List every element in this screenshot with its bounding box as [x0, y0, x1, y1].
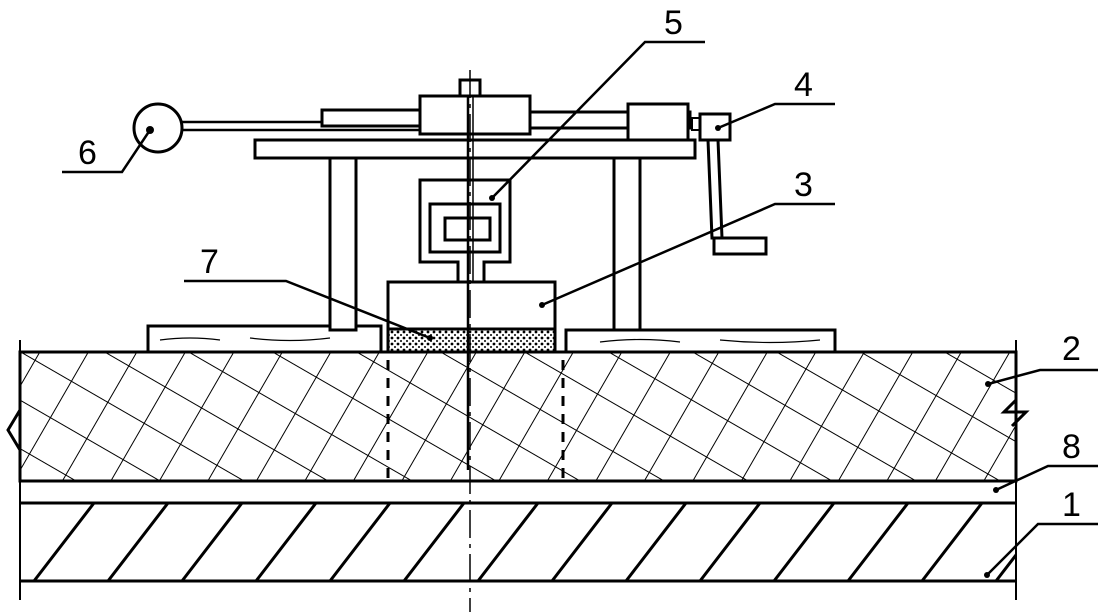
substrate-hatch-line: [476, 503, 540, 581]
clamp-connector: [418, 178, 512, 284]
substrate-hatch-line: [698, 503, 762, 581]
substrate-hatch-line: [550, 503, 614, 581]
top-plate: [253, 138, 697, 160]
label-2: 2: [1062, 330, 1081, 368]
leader-lines: [62, 40, 1098, 578]
substrate-hatch-line: [920, 503, 984, 581]
crank-handle: [691, 112, 768, 256]
substrate-hatch-line: [328, 503, 392, 581]
substrate-hatch-line: [846, 503, 910, 581]
insulation-layer: [6, 340, 1030, 600]
substrate-hatch-line: [254, 503, 318, 581]
substrate-hatch-line: [772, 503, 836, 581]
test-block: [386, 280, 557, 331]
substrate-hatch-line: [624, 503, 688, 581]
substrate-hatch-line: [180, 503, 244, 581]
label-4: 4: [794, 66, 813, 104]
label-6: 6: [78, 134, 97, 172]
substrate-hatch-line: [994, 552, 1016, 581]
lever-arm: [178, 78, 692, 142]
label-5: 5: [664, 4, 683, 42]
substrate-layer: [20, 501, 1016, 583]
substrate-hatch-line: [32, 503, 96, 581]
substrate-hatch-line: [106, 503, 170, 581]
center-shaft: [466, 70, 474, 612]
substrate-hatch-line: [402, 503, 466, 581]
label-3: 3: [794, 166, 813, 204]
label-8: 8: [1062, 428, 1081, 466]
base-plates: [146, 324, 837, 354]
label-7: 7: [200, 243, 219, 281]
substrate-hatch-line: [20, 503, 22, 506]
label-1: 1: [1062, 486, 1081, 524]
